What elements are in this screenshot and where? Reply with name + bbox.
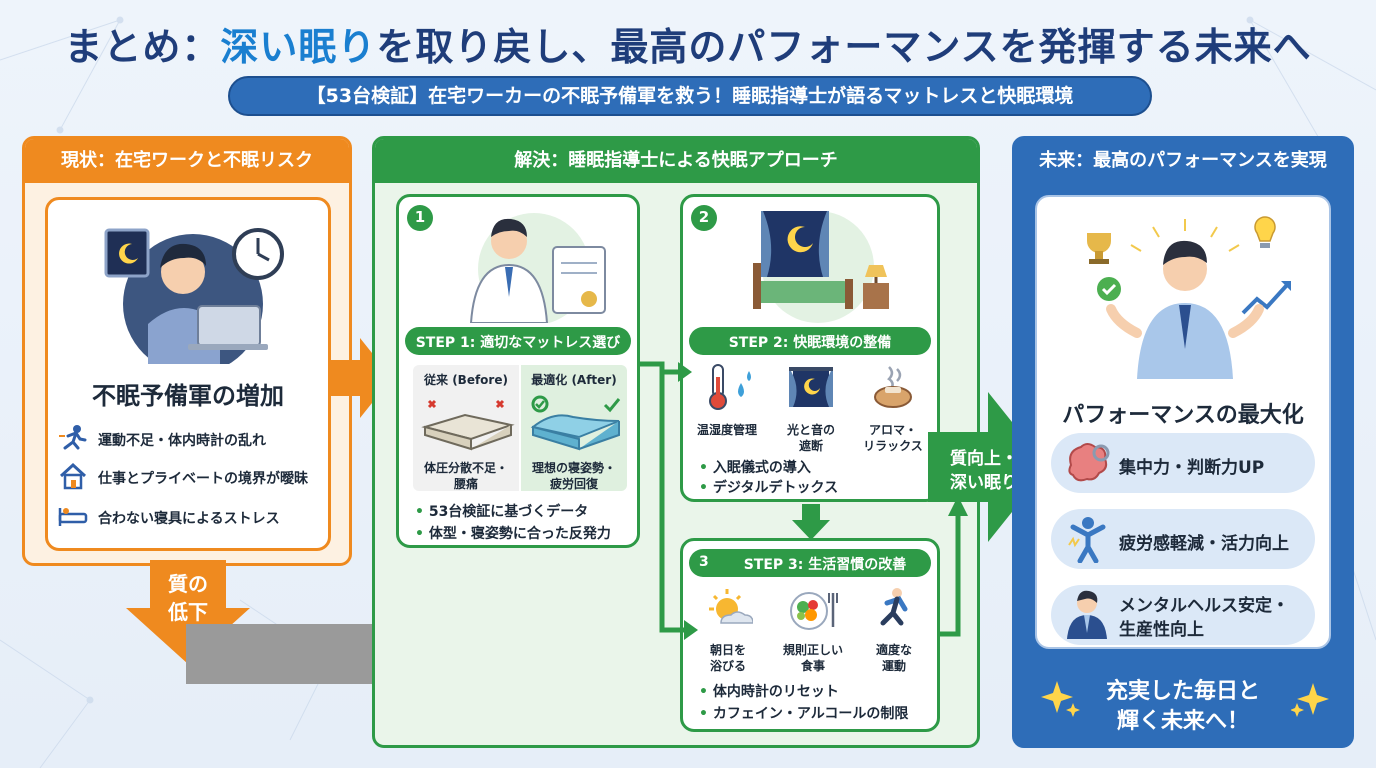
decline-label: 低下 <box>168 600 208 624</box>
before-label: 従来 (Before) <box>424 373 508 387</box>
arrow-down-green-icon <box>792 504 830 540</box>
step2-number-badge <box>691 205 717 231</box>
step3-icon-label: 食事 <box>800 659 825 673</box>
step3-icon-label: 朝日を <box>709 643 746 657</box>
doctor-with-certificate-illustration <box>469 213 606 323</box>
future-item-label: 疲労感軽減・活力向上 <box>1119 534 1289 554</box>
energetic-person-icon <box>1068 517 1106 563</box>
before-caption: 体圧分散不足・ <box>423 461 508 475</box>
title-highlight: 深い眠り <box>220 25 377 69</box>
arrow-right-orange-icon <box>330 338 392 418</box>
arrow-down-orange-icon <box>126 560 250 664</box>
future-item-label: 集中力・判断力UP <box>1119 458 1265 478</box>
sparkle-icon <box>1291 683 1329 717</box>
future-item-label: メンタルヘルス安定・ <box>1119 596 1289 616</box>
sleepless-worker-illustration <box>104 228 284 364</box>
step3-icon-label: 規則正しい <box>782 643 843 657</box>
step1-card: 1 STEP 1: 適切なマットレス選び 従来 (Before) 最適化 (Af… <box>396 194 640 548</box>
current-item-label: 仕事とプライベートの境界が曖昧 <box>98 471 308 487</box>
step3-title-bar <box>689 549 931 577</box>
exercise-icon <box>880 588 908 626</box>
current-panel-header: 現状：在宅ワークと不眠リスク <box>25 139 349 183</box>
current-heading: 不眠予備軍の増加 <box>92 382 284 410</box>
step1-bullet: • 体型・寝姿勢に合った反発力 <box>415 526 611 542</box>
sparkle-icon <box>1041 681 1080 717</box>
step3-card: 3 STEP 3: 生活習慣の改善 朝日を 浴びる 規則正しい 食事 適度な 運… <box>680 538 940 732</box>
current-card: 不眠予備軍の増加 運動不足・体内時計の乱れ 仕事とプライベートの境界が曖昧 合わ… <box>45 197 331 551</box>
meal-icon <box>790 592 838 630</box>
future-panel: 未来：最高のパフォーマンスを実現 パフォーマンスの最大化 <box>1012 136 1354 748</box>
brain-icon <box>1068 443 1110 482</box>
subtitle-banner: 【53台検証】在宅ワーカーの不眠予備軍を救う！睡眠指導士が語るマットレスと快眠環… <box>228 76 1152 116</box>
closing-message: 輝く未来へ！ <box>1116 709 1249 734</box>
curtain-icon <box>789 367 833 407</box>
future-panel-header: 未来：最高のパフォーマンスを実現 <box>1015 139 1351 183</box>
step3-icon-label: 適度な <box>875 643 912 657</box>
step2-bullet: • デジタルデトックス <box>699 480 839 496</box>
bed-icon <box>58 508 88 526</box>
result-label: 質向上・ <box>950 449 1018 469</box>
optimized-mattress-icon <box>530 395 621 451</box>
bedroom-night-illustration <box>753 211 889 323</box>
future-heading: パフォーマンスの最大化 <box>1062 403 1304 428</box>
successful-businessman-illustration <box>1087 216 1291 379</box>
result-label: 深い眠り <box>950 473 1018 493</box>
sunrise-icon <box>709 589 753 624</box>
future-card: パフォーマンスの最大化 集中力・判断力UP 疲労感軽減・活力向上 メンタルヘルス… <box>1035 195 1331 649</box>
future-item-label: 生産性向上 <box>1119 620 1204 640</box>
step1-number: 1 <box>414 208 426 226</box>
aroma-diffuser-icon <box>874 366 912 408</box>
after-caption: 疲労回復 <box>549 477 598 491</box>
current-item-label: 運動不足・体内時計の乱れ <box>98 433 266 449</box>
current-panel: 現状：在宅ワークと不眠リスク 不眠予備軍の増加 運動不足・体内時計の乱れ <box>22 136 352 566</box>
step2-icon-label: 光と音の <box>786 423 835 437</box>
arrow-up-green-icon <box>940 496 968 637</box>
step1-bullet: • 53台検証に基づくデータ <box>415 504 589 520</box>
step2-icon-label: リラックス <box>863 439 923 453</box>
step2-bullet: • 入眠儀式の導入 <box>699 460 811 476</box>
step2-icon-label: アロマ・ <box>868 423 917 437</box>
step2-icon-label: 温湿度管理 <box>696 423 757 437</box>
step3-number: 3 <box>699 554 709 570</box>
old-mattress-icon <box>421 399 515 451</box>
step3-icon-label: 運動 <box>881 659 906 673</box>
step2-title-bar <box>689 327 931 355</box>
step3-bullet: • カフェイン・アルコールの制限 <box>699 706 909 722</box>
page-title: まとめ：深い眠りを取り戻し、最高のパフォーマンスを発揮する未来へ <box>64 25 1312 69</box>
decline-label: 質の <box>168 572 208 596</box>
step1-number-badge <box>407 205 433 231</box>
step3-bullet: • 体内時計のリセット <box>699 684 839 700</box>
step1-title-bar <box>405 327 631 355</box>
before-caption: 腰痛 <box>453 477 478 491</box>
running-person-icon <box>59 425 87 450</box>
step2-number: 2 <box>698 208 710 226</box>
solution-panel-header: 解決：睡眠指導士による快眠アプローチ <box>375 139 977 183</box>
closing-message: 充実した毎日と <box>1105 679 1260 704</box>
after-caption: 理想の寝姿勢・ <box>531 461 616 475</box>
house-icon <box>59 462 87 490</box>
step3-icon-label: 浴びる <box>709 659 746 673</box>
step2-icon-label: 遮断 <box>798 439 823 453</box>
current-item-label: 合わない寝具によるストレス <box>98 511 280 527</box>
businessman-icon <box>1067 590 1107 639</box>
thermometer-icon <box>709 364 751 410</box>
step1-title: STEP 1: 適切なマットレス選び <box>415 335 621 351</box>
step2-card: 2 STEP 2: 快眠環境の整備 温湿度管理 光と音の 遮断 アロマ・ リラッ… <box>680 194 940 502</box>
step3-title: STEP 3: 生活習慣の改善 <box>743 557 907 573</box>
after-label: 最適化 (After) <box>531 373 617 387</box>
step-connector-arrows <box>640 361 698 640</box>
step2-title: STEP 2: 快眠環境の整備 <box>728 335 892 351</box>
